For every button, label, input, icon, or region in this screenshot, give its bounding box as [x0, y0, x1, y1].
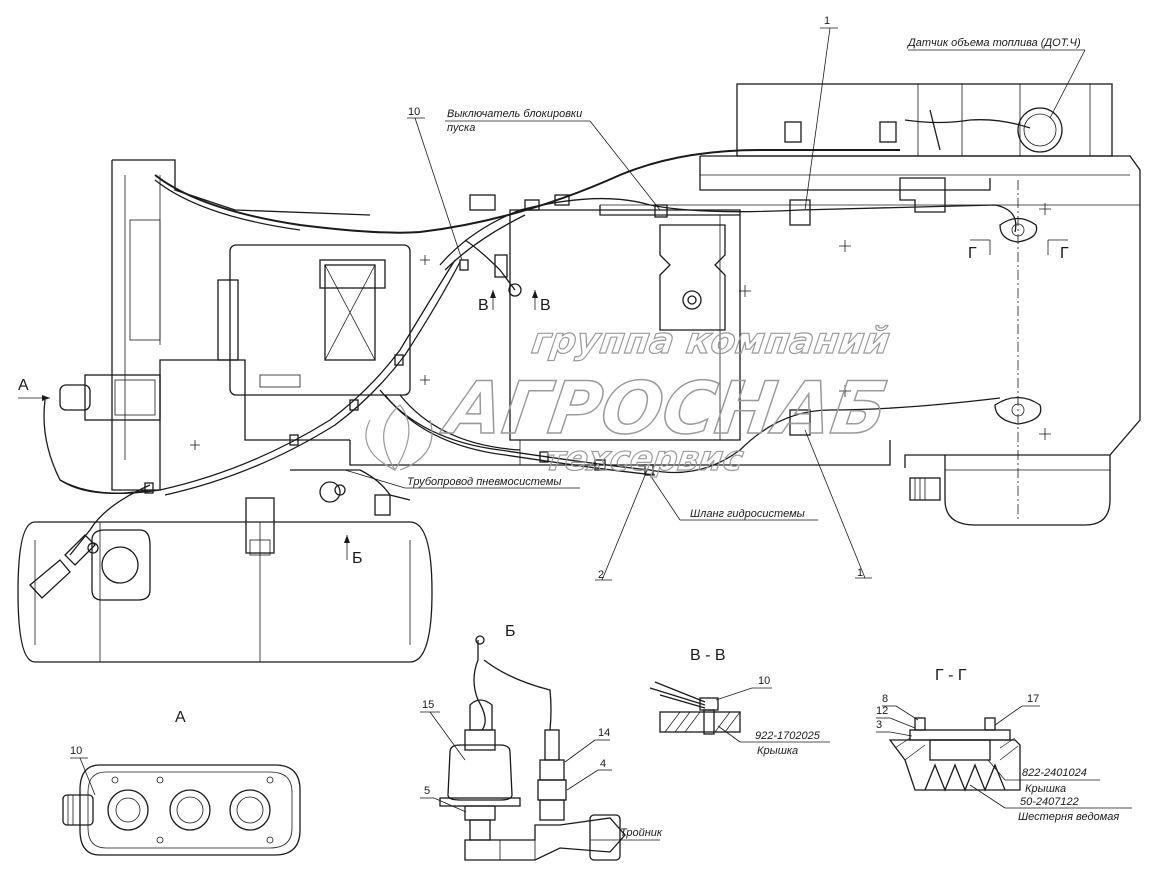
- chassis-frame: [17, 83, 1141, 663]
- view-a-title: А: [175, 709, 186, 726]
- watermark-emblem: [365, 404, 433, 472]
- cover-label-gg: Крышка: [1025, 783, 1066, 795]
- callout-4: 4: [600, 758, 606, 770]
- section-g-right-label: Г: [1060, 245, 1069, 262]
- hose-clamps: [144, 121, 897, 494]
- view-a: А 10: [62, 709, 301, 856]
- components: [29, 107, 1063, 599]
- start-lock-switch-label-2: пуска: [447, 122, 475, 134]
- hydraulic-hose-label: Шланг гидросистемы: [690, 508, 805, 520]
- callout-17: 17: [1027, 693, 1039, 705]
- view-arrow-b-label: Б: [352, 550, 363, 567]
- callout-2: 2: [598, 569, 604, 581]
- section-v-left-label: В: [478, 297, 489, 314]
- gear-part: 50-2407122: [1020, 796, 1079, 808]
- view-gg-title: Г - Г: [935, 667, 967, 684]
- callout-12: 12: [876, 705, 888, 717]
- tee-label: Тройник: [620, 827, 663, 839]
- callout-10-main: 10: [408, 106, 420, 118]
- fuel-sensor-label: Датчик объема топлива (ДОТ.Ч): [906, 37, 1081, 49]
- view-arrow-a-label: А: [18, 377, 29, 394]
- wiring-harness: [43, 109, 1031, 556]
- section-v-right-label: В: [540, 297, 551, 314]
- callout-10-view-vv: 10: [758, 675, 770, 687]
- callout-15: 15: [422, 699, 434, 711]
- callout-3: 3: [876, 719, 882, 731]
- view-b-title: Б: [505, 623, 516, 640]
- watermark-line-1: группа компаний: [529, 319, 893, 362]
- start-lock-switch-label-1: Выключатель блокировки: [447, 108, 582, 120]
- cover-part-gg: 822-2401024: [1022, 767, 1087, 779]
- view-b: Б 15 14 4 5 Тройник: [420, 623, 663, 861]
- watermark-line-3: техсервис: [543, 439, 746, 479]
- watermark: группа компаний АГРОСНАБ техсервис: [436, 319, 893, 480]
- callout-10-view-a: 10: [70, 745, 82, 757]
- callout-14: 14: [598, 727, 610, 739]
- cover-label-vv: Крышка: [757, 745, 798, 757]
- callout-1-top: 1: [824, 15, 830, 27]
- cover-part-vv: 922-1702025: [755, 730, 821, 742]
- leaders: [344, 27, 1086, 581]
- pneumatic-pipe-label: Трубопровод пневмосистемы: [407, 476, 562, 488]
- view-vv-title: В - В: [690, 647, 726, 664]
- callout-5: 5: [424, 785, 430, 797]
- callout-8: 8: [882, 693, 888, 705]
- view-gg: Г - Г 8 12 3 17 822-2401024 Крышка 50-24…: [876, 667, 1132, 823]
- section-marks: А Б В В Г Г: [18, 239, 1069, 567]
- section-g-left-label: Г: [968, 245, 977, 262]
- callout-1-bottom: 1: [857, 567, 863, 579]
- watermark-line-2: АГРОСНАБ: [437, 367, 893, 451]
- gear-label: Шестерня ведомая: [1018, 811, 1119, 823]
- view-vv: В - В 10 922-1702025 Крышка: [649, 647, 830, 757]
